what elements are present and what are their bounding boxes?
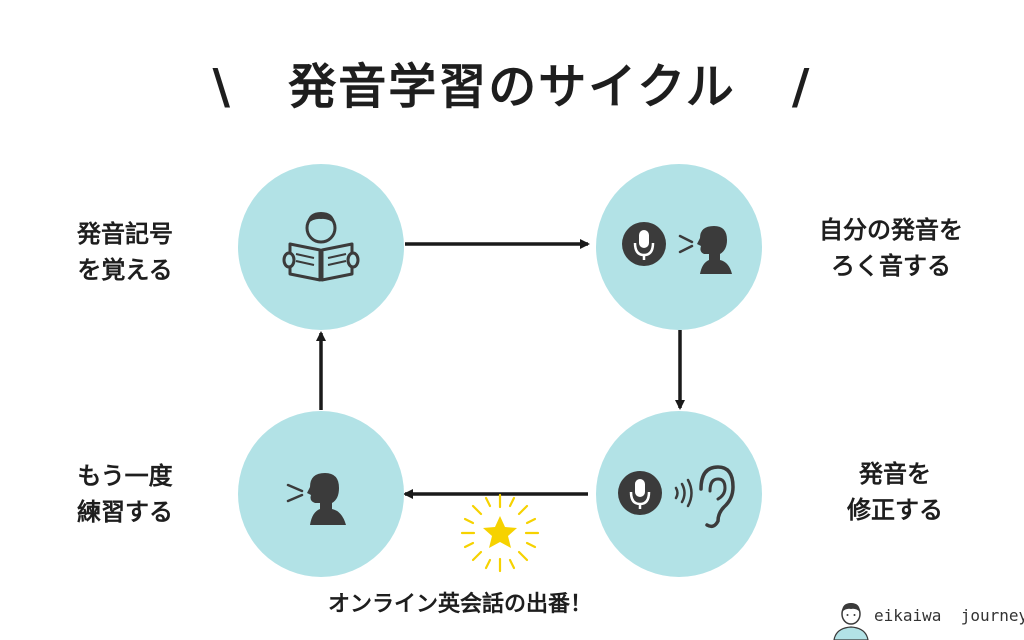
- label-learn-symbols: 発音記号 を覚える: [60, 216, 190, 288]
- step-circle-correct: [596, 411, 762, 577]
- step-circle-practice: [238, 411, 404, 577]
- brand-logo: eikaiwa journey: [832, 600, 1024, 640]
- label-record: 自分の発音を ろく音する: [806, 212, 976, 284]
- star-icon: [460, 493, 540, 573]
- label-line: 自分の発音を: [819, 216, 963, 244]
- brand-name: eikaiwa journey: [874, 606, 1024, 625]
- label-line: 練習する: [77, 498, 173, 526]
- label-line: 修正する: [847, 496, 943, 524]
- page-title: \ 発音学習のサイクル /: [212, 59, 812, 115]
- label-line: 発音を: [859, 460, 931, 488]
- label-line: もう一度: [77, 462, 173, 490]
- online-lesson-note: オンライン英会話の出番！: [327, 592, 592, 617]
- label-correct: 発音を 修正する: [820, 456, 970, 528]
- label-line: を覚える: [77, 256, 173, 284]
- step-circle-record: [596, 164, 762, 330]
- person-speaking-icon: [286, 473, 346, 525]
- microphone-listening-ear-icon: [618, 465, 735, 529]
- avatar-icon: [833, 603, 869, 640]
- person-reading-book-icon: [282, 212, 360, 282]
- label-practice: もう一度 練習する: [60, 458, 190, 530]
- label-line: ろく音する: [831, 252, 951, 280]
- step-circle-learn-symbols: [238, 164, 404, 330]
- microphone-speaking-icon: [622, 222, 732, 274]
- label-line: 発音記号: [77, 220, 173, 248]
